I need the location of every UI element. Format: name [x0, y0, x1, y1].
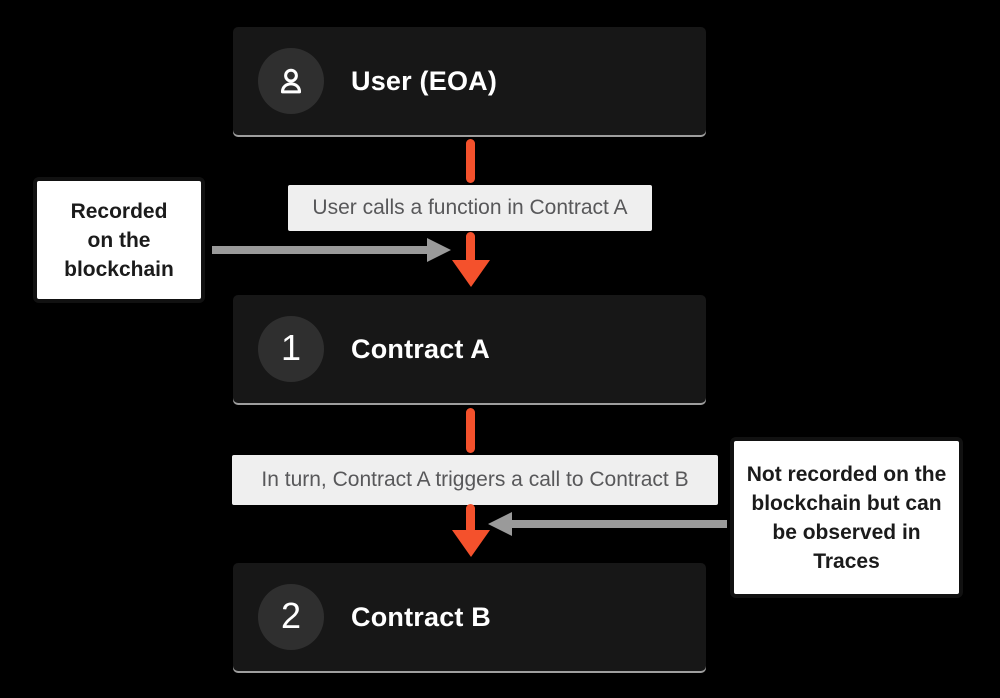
arrow-user-to-contract-a-upper [466, 139, 475, 183]
node-label-contract-a: Contract A [351, 333, 491, 364]
arrow-user-to-contract-a-head [452, 260, 490, 287]
node-contract-b: 2 Contract B [233, 563, 706, 671]
arrow-user-to-contract-a-lower [466, 232, 475, 264]
callout-not-recorded-traces: Not recorded on the blockchain but can b… [730, 437, 963, 598]
callout-left-line: blockchain [64, 257, 174, 281]
step-number: 1 [280, 327, 302, 368]
callout-right-line: Traces [813, 549, 880, 573]
node-label-contract-b: Contract B [351, 601, 492, 632]
arrow-contract-a-to-b-head [452, 530, 490, 557]
callout-right-line: Not recorded on the [746, 462, 947, 486]
node-label-user-eoa: User (EOA) [351, 65, 498, 96]
arrow-contract-a-to-b-upper [466, 408, 475, 453]
gray-arrow-right-shaft [511, 520, 727, 528]
user-avatar-circle [258, 48, 324, 114]
node-user-eoa: User (EOA) [233, 27, 706, 135]
node-contract-a: 1 Contract A [233, 295, 706, 403]
callout-right-line: be observed in [772, 520, 921, 544]
edge-label-contract-a-triggers: In turn, Contract A triggers a call to C… [232, 455, 718, 505]
step-1-circle: 1 [258, 316, 324, 382]
callout-right-line: blockchain but can [751, 491, 942, 515]
gray-arrow-right-head [488, 512, 512, 536]
step-2-circle: 2 [258, 584, 324, 650]
callout-left-line: Recorded [70, 199, 168, 223]
callout-recorded-on-blockchain: Recorded on the blockchain [33, 177, 205, 303]
user-icon [280, 68, 302, 94]
arrow-contract-a-to-b-lower [466, 504, 475, 534]
edge-label-user-calls: User calls a function in Contract A [288, 185, 652, 231]
gray-arrow-left-shaft [212, 246, 428, 254]
callout-left-line: on the [87, 228, 151, 252]
gray-arrow-left-head [427, 238, 451, 262]
step-number: 2 [280, 595, 302, 636]
